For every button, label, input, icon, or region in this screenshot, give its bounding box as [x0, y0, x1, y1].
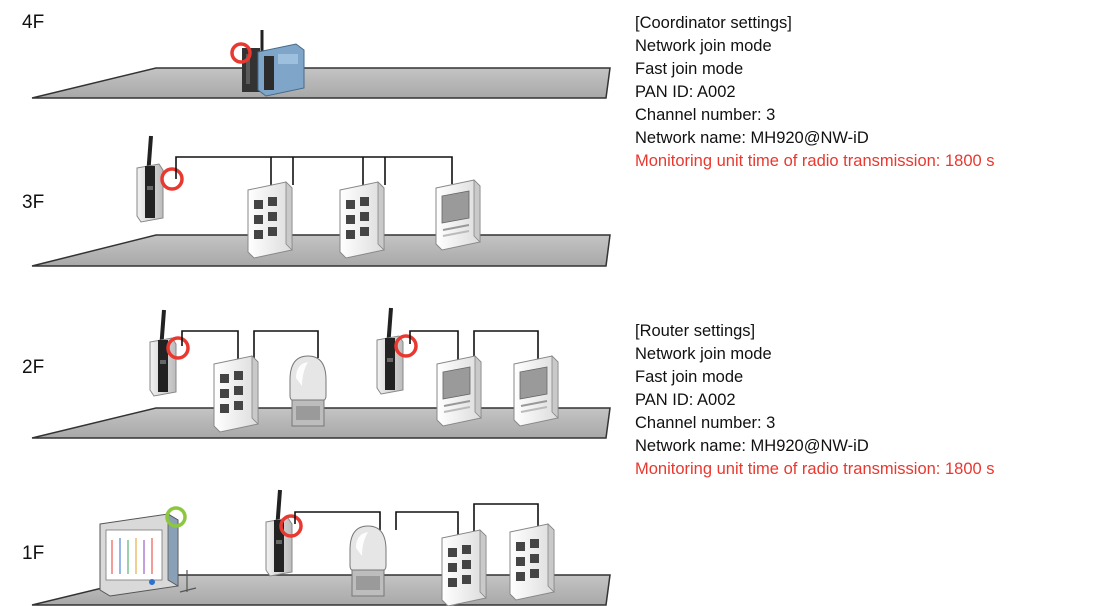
wiring-1f: [294, 503, 539, 544]
router-marker-icon-3f: [160, 167, 184, 191]
router-settings-heading: [Router settings]: [635, 322, 756, 340]
router-modem-2f-left: [148, 308, 178, 398]
coordinator-settings-heading: [Coordinator settings]: [635, 14, 792, 32]
coordinator-join-mode: Network join mode: [635, 37, 772, 55]
coordinator-fast-join: Fast join mode: [635, 60, 744, 78]
dome-sensor-1f: [349, 525, 387, 597]
router-pan-id: PAN ID: A002: [635, 391, 736, 409]
coordinator-monitoring-time: Monitoring unit time of radio transmissi…: [635, 152, 995, 170]
sensor-unit-3f-2: [339, 181, 385, 259]
coordinator-channel: Channel number: 3: [635, 106, 776, 124]
dome-sensor-2f: [289, 355, 327, 427]
sensor-unit-2f: [213, 355, 259, 433]
router-fast-join: Fast join mode: [635, 368, 744, 386]
floor-plate-4f: [31, 67, 611, 99]
monitor-marker-icon: [165, 506, 187, 528]
router-settings-block: [Router settings] Network join mode Fast…: [635, 320, 995, 481]
coordinator-settings-block: [Coordinator settings] Network join mode…: [635, 12, 995, 173]
floor-label-1f: 1F: [22, 543, 45, 564]
router-modem-1f: [264, 488, 294, 578]
router-join-mode: Network join mode: [635, 345, 772, 363]
router-channel: Channel number: 3: [635, 414, 776, 432]
floor-label-3f: 3F: [22, 192, 45, 213]
router-modem-3f: [135, 134, 165, 224]
floor-label-2f: 2F: [22, 357, 45, 378]
coordinator-pan-id: PAN ID: A002: [635, 83, 736, 101]
recorder-monitor: [99, 513, 179, 597]
sensor-unit-1f-1: [441, 529, 487, 606]
floor-plate-3f: [31, 234, 611, 267]
coordinator-network-name: Network name: MH920@NW-iD: [635, 129, 869, 147]
display-unit-2f-1: [436, 355, 482, 427]
wiring-2f: [181, 330, 539, 364]
router-marker-icon-1f: [279, 514, 303, 538]
router-marker-icon-2f-left: [166, 336, 190, 360]
sensor-unit-3f-1: [247, 181, 293, 259]
coordinator-marker-icon: [230, 42, 252, 64]
display-unit-3f: [435, 179, 481, 251]
floor-label-4f: 4F: [22, 12, 45, 33]
coordinator-device: [242, 30, 305, 97]
router-marker-icon-2f-right: [394, 334, 418, 358]
router-network-name: Network name: MH920@NW-iD: [635, 437, 869, 455]
wiring-3f: [175, 156, 453, 185]
display-unit-2f-2: [513, 355, 559, 427]
router-monitoring-time: Monitoring unit time of radio transmissi…: [635, 460, 995, 478]
sensor-unit-1f-2: [509, 523, 555, 601]
